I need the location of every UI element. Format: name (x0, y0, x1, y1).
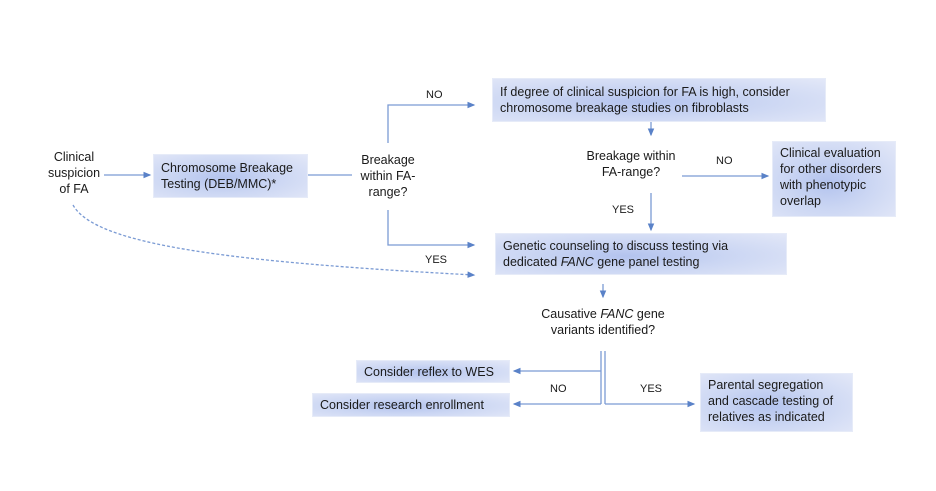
edge-label-no-2: NO (716, 155, 733, 167)
edge-label-no-3: NO (550, 383, 567, 395)
causative-text-2: gene variants identified? (550, 307, 665, 337)
causative-text-1: Causative (541, 307, 601, 321)
node-reflex-wes: Consider reflex to WES (356, 360, 510, 383)
edge-label-yes-2: YES (612, 204, 635, 216)
arrow-no-to-fibroblast (387, 101, 476, 143)
node-clinical-suspicion: Clinical suspicion of FA (47, 150, 101, 196)
genetic-counseling-text-2: gene panel testing (593, 255, 700, 269)
arrow-yes-to-counseling (387, 210, 476, 249)
edge-label-yes-1: YES (425, 254, 448, 266)
node-clinical-evaluation-other: Clinical evaluation for other disorders … (772, 141, 896, 217)
node-parental-segregation: Parental segregation and cascade testing… (700, 373, 853, 432)
edge-label-no-1: NO (426, 89, 443, 101)
node-genetic-counseling: Genetic counseling to discuss testing vi… (495, 233, 787, 275)
edge-label-yes-3: YES (640, 383, 663, 395)
node-research-enrollment: Consider research enrollment (312, 393, 510, 417)
node-breakage-decision-1: Breakage within FA-range? (360, 153, 416, 199)
node-chromosome-breakage-testing: Chromosome Breakage Testing (DEB/MMC)* (153, 154, 308, 198)
node-breakage-decision-2: Breakage within FA-range? (586, 149, 676, 179)
dashed-arrow-suspicion-to-counseling (72, 204, 476, 278)
genetic-counseling-text-1: Genetic counseling to discuss testing vi… (503, 239, 729, 269)
genetic-counseling-gene: FANC (560, 255, 594, 269)
causative-gene: FANC (600, 307, 634, 321)
node-fibroblast-studies: If degree of clinical suspicion for FA i… (492, 78, 826, 122)
node-causative-variants: Causative FANC gene variants identified? (535, 306, 671, 338)
